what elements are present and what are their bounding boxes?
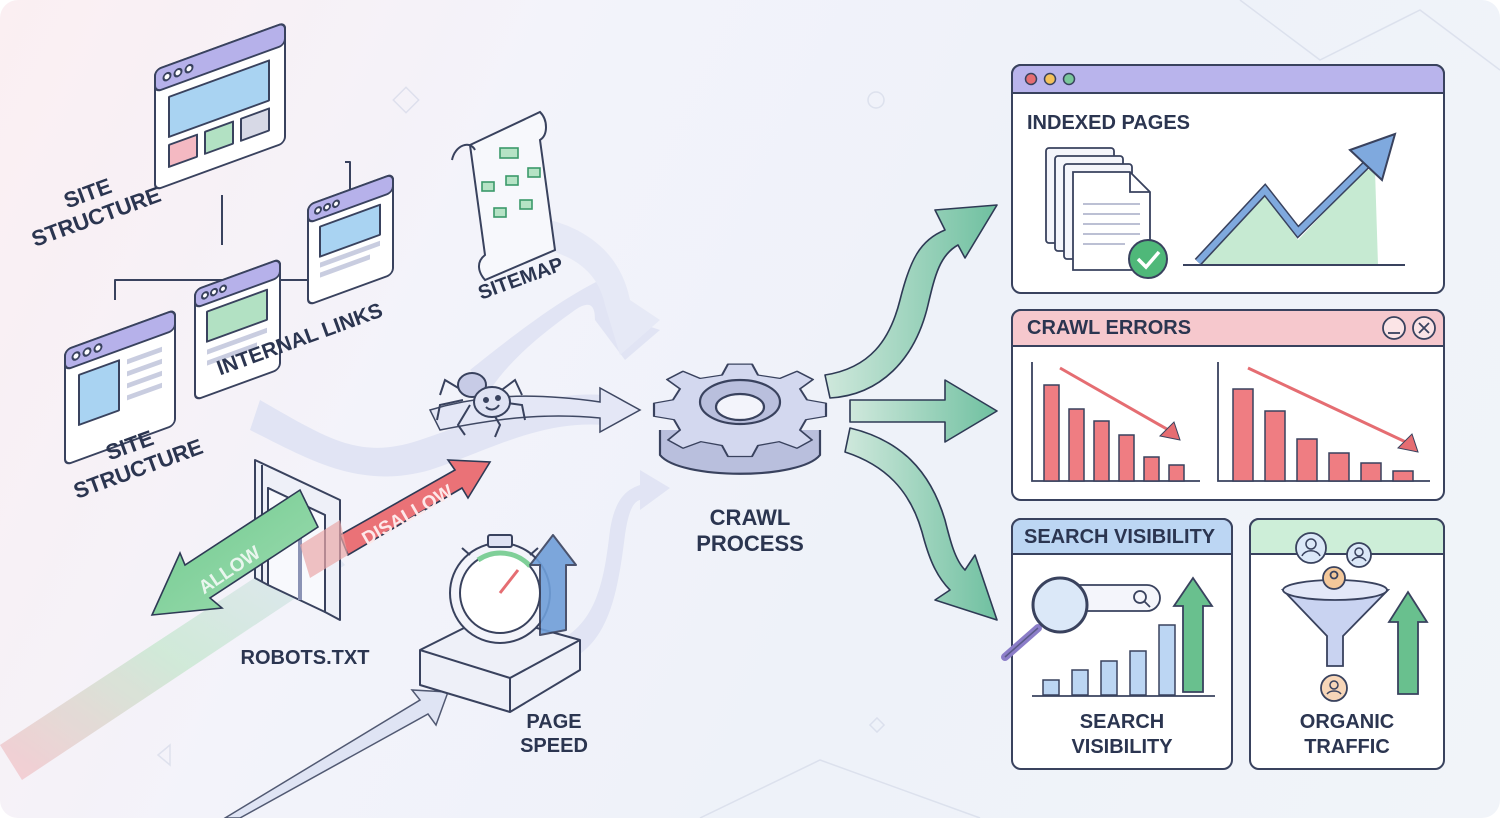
window-dot-green: [1062, 72, 1076, 86]
bar: [1042, 679, 1060, 696]
bar-chart-down-icon: [1031, 362, 1200, 482]
arrow-up-icon: [1172, 576, 1214, 693]
gear-icon: [652, 363, 828, 475]
crawl-errors-title: CRAWL ERRORS: [1027, 317, 1192, 339]
bar: [1360, 462, 1382, 482]
bar: [1129, 650, 1147, 696]
output-arrows: [824, 204, 998, 621]
arrow-up-icon: [1387, 590, 1429, 695]
search-visibility-panel-art: [1001, 518, 1233, 770]
indexed-pages-title: INDEXED PAGES: [1027, 112, 1190, 134]
minimize-icon: [1382, 316, 1406, 340]
bar: [1071, 669, 1089, 696]
bar: [1068, 408, 1085, 482]
close-icon: [1412, 316, 1436, 340]
trend-down-line: [1247, 366, 1411, 446]
background-decor: [156, 0, 1500, 818]
bar: [1296, 438, 1318, 482]
trend-up-icon: [1183, 132, 1405, 266]
crawl-errors-panel-art: [1011, 309, 1445, 501]
bar: [1168, 464, 1185, 482]
flow-ribbons: [0, 215, 670, 818]
bar: [1158, 624, 1176, 696]
documents-icon: [1045, 147, 1151, 271]
window-dot-yellow: [1043, 72, 1057, 86]
robots-txt-label: ROBOTS.TXT: [240, 647, 370, 669]
indexed-pages-panel-art: [1011, 64, 1445, 294]
window-dot-red: [1024, 72, 1038, 86]
site-structure-windows: [64, 23, 394, 465]
bar-chart-up-icon: [1042, 624, 1176, 696]
bar-chart-down-icon: [1217, 362, 1430, 482]
user-icon: [1320, 674, 1348, 702]
user-icon: [1295, 532, 1327, 564]
check-icon: [1128, 239, 1168, 279]
bar: [1093, 420, 1110, 482]
crawl-process-label: CRAWL PROCESS: [696, 505, 804, 557]
trend-down-arrowhead: [1158, 421, 1181, 441]
spider-icon: [436, 372, 526, 438]
bar: [1143, 456, 1160, 482]
bar: [1043, 384, 1060, 482]
stopwatch-icon: [419, 534, 581, 713]
bar: [1392, 470, 1414, 482]
bar: [1100, 660, 1118, 696]
search-visibility-title: SEARCH VISIBILITY: [1024, 526, 1216, 548]
magnifier-icon: [1001, 576, 1089, 661]
organic-traffic-panel-art: [1249, 518, 1445, 770]
bar: [1118, 434, 1135, 482]
bar: [1232, 388, 1254, 482]
funnel-icon: [1280, 566, 1391, 667]
user-icon: [1346, 542, 1372, 568]
trend-down-arrowhead: [1396, 433, 1419, 453]
bar: [1264, 410, 1286, 482]
bar: [1328, 452, 1350, 482]
trend-down-line: [1059, 366, 1173, 434]
chart-axis: [1217, 362, 1430, 482]
allow-disallow-arrows: [150, 459, 492, 616]
sitemap-scroll-icon: [451, 110, 557, 282]
organic-traffic-caption: ORGANIC TRAFFIC: [1299, 711, 1395, 758]
page-speed-label: PAGE SPEED: [520, 711, 588, 757]
search-visibility-caption: SEARCH VISIBILITY: [1071, 711, 1173, 758]
